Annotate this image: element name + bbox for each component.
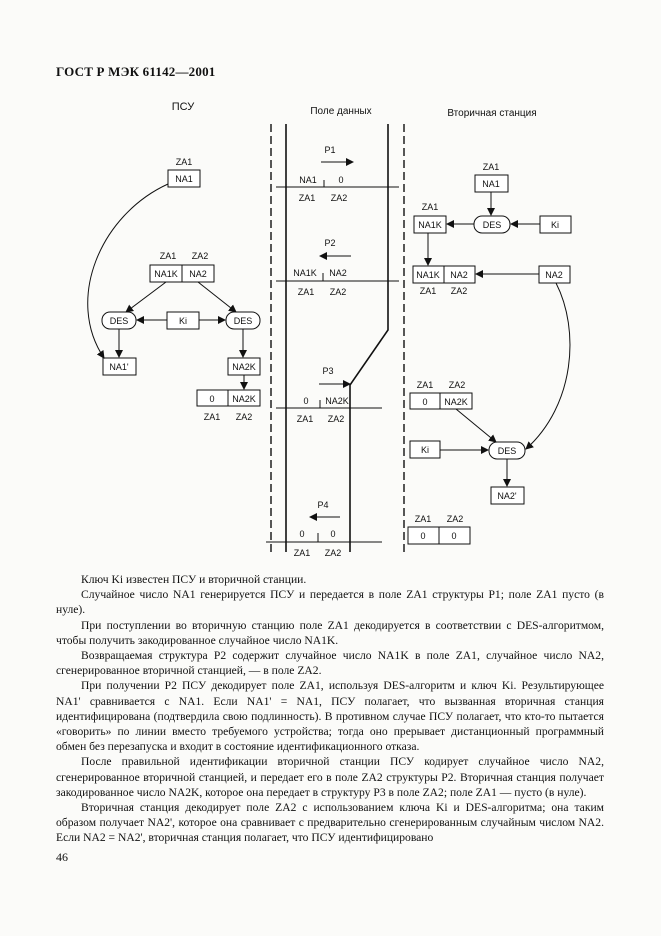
psu-p3-zero-text: 0 — [209, 394, 214, 404]
sec-za1-label-3: ZA1 — [420, 286, 437, 296]
frame-p4-label: P4 — [317, 500, 328, 510]
sec-des-bottom-text: DES — [498, 446, 517, 456]
sec-na1k-text-2: NA1K — [416, 270, 440, 280]
psu-na1k-to-des-arrow — [125, 281, 167, 313]
column-title-psu: ПСУ — [172, 101, 195, 113]
sec-p4-zero-text-2: 0 — [451, 531, 456, 541]
frame-p1-label: P1 — [324, 145, 335, 155]
frame-p1-na1: NA1 — [299, 175, 317, 185]
sec-p4-za1-label: ZA1 — [415, 514, 432, 524]
sec-na2-text: NA2 — [450, 270, 468, 280]
frame-p3-za1: ZA1 — [297, 414, 314, 424]
frame-p4-zero-2: 0 — [330, 529, 335, 539]
frame-p1-za2: ZA2 — [331, 193, 348, 203]
paragraph-1: Ключ Ki известен ПСУ и вторичной станции… — [81, 573, 307, 586]
column-title-secondary-station: Вторичная станция — [447, 108, 536, 119]
frame-p4-zero-1: 0 — [299, 529, 304, 539]
sec-p3-zero-text: 0 — [422, 397, 427, 407]
psu-za1-label-2: ZA1 — [160, 251, 177, 261]
sec-des-top-text: DES — [483, 220, 502, 230]
sec-p4-zero-text-1: 0 — [420, 531, 425, 541]
psu-na1-text: NA1 — [175, 174, 193, 184]
psu-za1-label: ZA1 — [176, 157, 193, 167]
psu-na2-to-des-arrow — [197, 281, 237, 313]
sec-p4-za2-label: ZA2 — [447, 514, 464, 524]
data-channel-right-line — [349, 124, 389, 552]
frame-p3-na2k: NA2K — [325, 396, 349, 406]
column-title-data-field: Поле данных — [310, 106, 371, 117]
paragraph-7: Вторичная станция декодирует поле ZA2 с … — [56, 801, 604, 845]
sec-za2-label: ZA2 — [451, 286, 468, 296]
paragraph-3: При поступлении во вторичную станцию пол… — [56, 618, 604, 647]
frame-p1-za1: ZA1 — [299, 193, 316, 203]
sec-na1k-text: NA1K — [418, 220, 442, 230]
paragraph-5: При получении P2 ПСУ декодирует поле ZA1… — [56, 679, 604, 754]
sec-ki-bottom-text: Ki — [421, 445, 429, 455]
frame-p2-za2: ZA2 — [330, 287, 347, 297]
psu-na2-text: NA2 — [189, 269, 207, 279]
psu-na2k-text: NA2K — [232, 362, 256, 372]
paragraph-4: Возвращаемая структура P2 содержит случа… — [56, 649, 604, 678]
sec-p4-zero-box-2 — [438, 526, 471, 545]
sec-za1-label: ZA1 — [483, 162, 500, 172]
psu-za2-label: ZA2 — [192, 251, 209, 261]
psu-p3-na2k-box — [227, 389, 261, 407]
paragraph-2: Случайное число NA1 генерируется ПСУ и п… — [56, 588, 604, 617]
paragraph-6: После правильной идентификации вторичной… — [56, 755, 604, 799]
sec-na2-to-des-compare-arrow — [525, 282, 571, 450]
frame-p2-na1k: NA1K — [293, 268, 317, 278]
sec-za1-label-2: ZA1 — [422, 202, 439, 212]
sec-na2prime-box — [490, 486, 525, 505]
psu-na1-to-na1prime-arrow — [87, 183, 169, 359]
frame-p2-za1: ZA1 — [298, 287, 315, 297]
psu-p3-za1-label: ZA1 — [204, 412, 221, 422]
frame-p4-za1: ZA1 — [294, 548, 311, 558]
authentication-diagram: ПСУ Поле данных Вторичная станция ZA1 NA… — [87, 101, 572, 558]
psu-na1-box — [167, 169, 201, 188]
sec-na2prime-text: NA2' — [497, 491, 517, 501]
sec-p3-za2-label: ZA2 — [449, 380, 466, 390]
sec-p3-na2k-text: NA2K — [444, 397, 468, 407]
sec-ki-top-text: Ki — [551, 220, 559, 230]
psu-na1k-text: NA1K — [154, 269, 178, 279]
psu-na1prime-text: NA1' — [109, 362, 129, 372]
psu-p3-na2k-text: NA2K — [232, 394, 256, 404]
frame-p2-na2: NA2 — [329, 268, 347, 278]
frame-p3-zero: 0 — [303, 396, 308, 406]
sec-na2-gen-text: NA2 — [545, 270, 563, 280]
psu-na1prime-box — [102, 357, 137, 376]
frame-p3-label: P3 — [322, 366, 333, 376]
sec-p3-za1-label: ZA1 — [417, 380, 434, 390]
sec-na1-text: NA1 — [482, 179, 500, 189]
page-number: 46 — [56, 850, 68, 864]
psu-p3-za2-label: ZA2 — [236, 412, 253, 422]
frame-p2-label: P2 — [324, 238, 335, 248]
frame-p1-zero: 0 — [338, 175, 343, 185]
body-text: Ключ Ki известен ПСУ и вторичной станции… — [56, 572, 604, 846]
frame-p3-za2: ZA2 — [328, 414, 345, 424]
frame-p4-za2: ZA2 — [325, 548, 342, 558]
document-header: ГОСТ Р МЭК 61142—2001 — [56, 64, 216, 79]
psu-ki-text: Ki — [179, 316, 187, 326]
sec-na2k-to-des-arrow — [455, 408, 497, 443]
psu-des-right-text: DES — [234, 316, 253, 326]
psu-des-left-text: DES — [110, 316, 129, 326]
